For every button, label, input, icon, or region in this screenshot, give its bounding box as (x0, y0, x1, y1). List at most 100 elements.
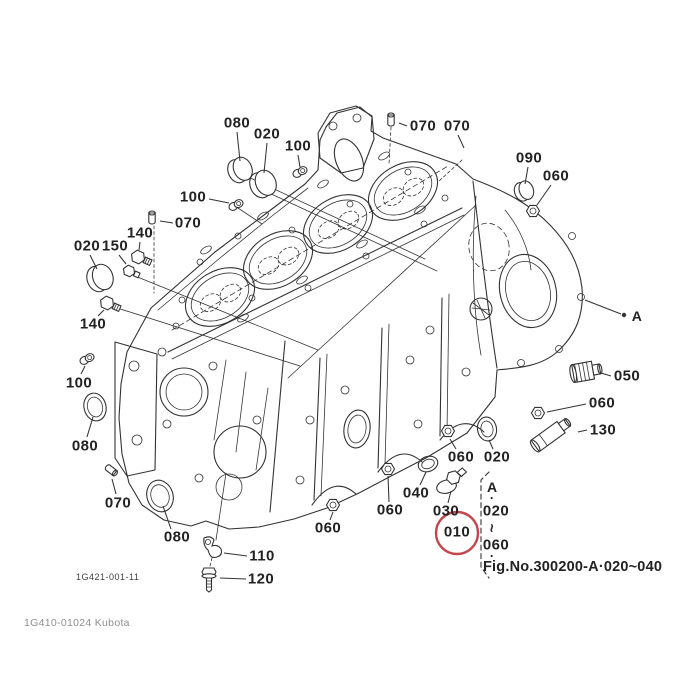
seal-ring-icon (417, 455, 439, 473)
leader-line (159, 220, 174, 224)
cup-plug-icon (86, 263, 114, 293)
leader-line (577, 429, 588, 433)
leader-line (546, 403, 587, 413)
dowel-bushing-icon (292, 166, 308, 178)
callout-080-16[interactable]: 080 (163, 528, 191, 546)
ref-dot: · (489, 548, 495, 564)
catalog-code: 1G410-01024 Kubota (24, 617, 130, 629)
ref-range-bracket (480, 471, 490, 579)
clamp-icon (203, 536, 223, 559)
threaded-plug-icon (569, 360, 603, 384)
leader-line (223, 552, 248, 557)
pin-icon (104, 464, 119, 477)
leader-lines-layer (80, 122, 627, 580)
leader-line (118, 254, 127, 265)
leader-line (208, 198, 230, 204)
ref-bullet (621, 312, 627, 318)
engine-block-art (110, 105, 585, 567)
leader-line (447, 490, 452, 504)
seal-cap-icon (476, 416, 498, 442)
callout-080-14[interactable]: 080 (71, 437, 99, 455)
leader-line (600, 372, 612, 377)
callout-060-6[interactable]: 060 (542, 167, 570, 185)
callout-060-20[interactable]: 060 (376, 501, 404, 519)
deck-holes (172, 151, 449, 330)
callout-070-8[interactable]: 070 (174, 214, 202, 232)
leader-line (111, 478, 117, 495)
leader-line (419, 471, 427, 486)
dowel-bushing-icon (79, 353, 95, 365)
cup-plug-icon (249, 169, 277, 199)
leader-line (97, 309, 105, 317)
seal-ring-icon (83, 392, 107, 422)
leader-line (398, 122, 408, 127)
hex-plug-icon (131, 249, 153, 267)
callout-140-9[interactable]: 140 (126, 224, 154, 242)
nut-icon (440, 424, 456, 438)
callout-100-2[interactable]: 100 (284, 137, 312, 155)
leader-line (449, 438, 457, 450)
callout-150-11[interactable]: 150 (101, 237, 129, 255)
callout-110-17[interactable]: 110 (249, 547, 275, 565)
leader-line (488, 439, 494, 450)
callout-100-7[interactable]: 100 (179, 188, 207, 206)
ref-tilde: ~ (482, 523, 500, 533)
callout-020-24[interactable]: 020 (483, 448, 511, 466)
drain-plug-icon (436, 467, 468, 494)
callout-130-27[interactable]: 130 (589, 421, 617, 439)
callout-100-13[interactable]: 100 (65, 374, 93, 392)
leader-line (329, 511, 334, 521)
pin-icon (148, 210, 156, 225)
ref-range-end: 060 (482, 536, 510, 554)
leader-line (219, 577, 247, 580)
highlight-ring (434, 510, 480, 556)
crankcase-band (295, 293, 493, 506)
cylinder-bores (171, 161, 449, 331)
leader-line (297, 154, 301, 168)
leader-line (236, 131, 241, 162)
callout-070-3[interactable]: 070 (409, 117, 437, 135)
side-foot-bracket (114, 341, 158, 477)
leader-line (162, 505, 172, 530)
callout-040-21[interactable]: 040 (402, 484, 430, 502)
hex-plug-icon (122, 264, 141, 279)
callout-070-15[interactable]: 070 (104, 494, 132, 512)
callout-010-29[interactable]: 010 (443, 523, 471, 541)
nut-icon (380, 462, 396, 476)
callout-050-25[interactable]: 050 (613, 367, 641, 385)
callout-140-12[interactable]: 140 (79, 315, 107, 333)
leader-line (524, 166, 529, 185)
leader-line (457, 134, 465, 149)
cup-plug-icon (513, 180, 535, 202)
joint-icon (529, 418, 572, 453)
cup-plug-icon (227, 156, 253, 184)
ref-marker-a: A (486, 479, 498, 495)
leader-line (80, 365, 86, 375)
leader-line (86, 416, 94, 438)
leader-line (263, 142, 268, 174)
leader-line (138, 241, 141, 251)
callout-A-28: A (631, 308, 643, 324)
callout-060-23[interactable]: 060 (447, 448, 475, 466)
ref-range-start: 020 (482, 502, 510, 520)
callout-060-26[interactable]: 060 (588, 394, 616, 412)
pin-icon (387, 112, 395, 127)
callout-090-5[interactable]: 090 (515, 149, 543, 167)
callout-080-0[interactable]: 080 (223, 114, 251, 132)
top-bracket (317, 105, 375, 182)
dowel-bushing-icon (228, 199, 244, 211)
callout-020-1[interactable]: 020 (253, 125, 281, 143)
ref-dot: · (489, 490, 495, 506)
callout-060-19[interactable]: 060 (314, 519, 342, 537)
callout-070-4[interactable]: 070 (443, 117, 471, 135)
hex-plug-icon (100, 295, 122, 313)
callout-020-10[interactable]: 020 (73, 237, 101, 255)
callout-030-22[interactable]: 030 (432, 502, 460, 520)
leader-line (584, 299, 622, 315)
leader-line (387, 475, 390, 503)
nut-icon (530, 406, 546, 420)
part-icons (79, 112, 603, 593)
callout-120-18[interactable]: 120 (247, 570, 275, 588)
front-face (157, 347, 269, 501)
